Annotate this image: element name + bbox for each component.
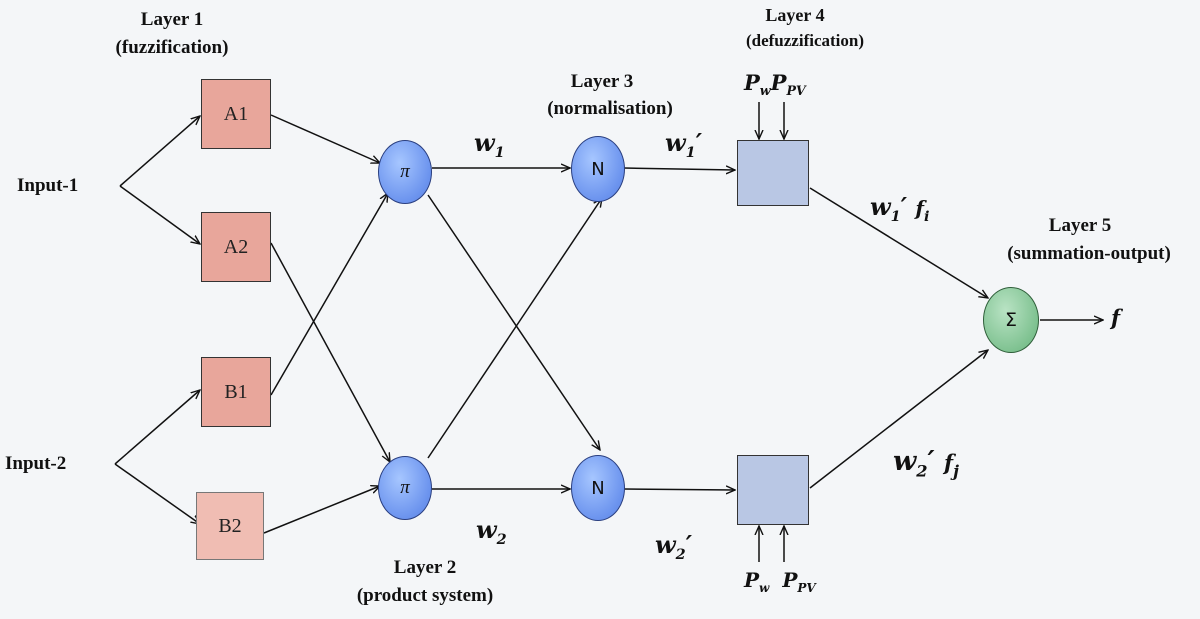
arrow-pi2-n1 [427, 198, 602, 459]
norm-node-bottom-label: N [591, 477, 605, 499]
mf-node-b1: B1 [201, 357, 271, 427]
output-label: f [1111, 305, 1121, 330]
defuzz-top-inputs: PwPPV [744, 70, 806, 99]
layer3-subtitle: (normalisation) [547, 98, 673, 119]
layer3-title: Layer 3 [570, 71, 634, 92]
defuzz-node-bottom [737, 455, 809, 525]
layer2-title: Layer 2 [393, 557, 457, 578]
mf-node-a1: A1 [201, 79, 271, 149]
weight-w2-normalised: w2′ [655, 530, 693, 563]
layer1-title: Layer 1 [140, 9, 204, 30]
pi-symbol: π [400, 477, 410, 498]
arrow-pi1-n2 [427, 194, 600, 450]
arrow-defuzz1-sum [809, 187, 988, 298]
mf-node-b2: B2 [196, 492, 264, 560]
arrow-n1-defuzz1 [623, 168, 735, 170]
mf-node-b1-label: B1 [224, 380, 248, 403]
norm-node-top: N [571, 136, 625, 202]
arrow-b1-pi1 [270, 193, 388, 396]
input1-label: Input-1 [17, 175, 79, 196]
norm-node-top-label: N [591, 158, 605, 180]
pi-symbol: π [400, 161, 410, 182]
input2-label: Input-2 [5, 453, 67, 474]
norm-node-bottom: N [571, 455, 625, 521]
product-node-top: π [378, 140, 432, 204]
mf-node-a1-label: A1 [223, 102, 249, 125]
weight-w1: w1 [474, 128, 505, 161]
arrow-n2-defuzz2 [623, 489, 735, 490]
weighted-output-bottom: w2′ fj [893, 446, 959, 481]
mf-node-a2: A2 [201, 212, 271, 282]
arrow-input1-a1 [119, 116, 200, 187]
arrow-input2-b2 [114, 463, 200, 524]
layer5-subtitle: (summation-output) [1007, 243, 1171, 264]
weight-w1-normalised: w1′ [665, 128, 703, 161]
layer1-subtitle: (fuzzification) [115, 37, 229, 58]
layer4-subtitle: (defuzzification) [745, 31, 865, 50]
arrow-defuzz2-sum [809, 350, 988, 489]
product-node-bottom: π [378, 456, 432, 520]
arrow-a2-pi2 [270, 242, 390, 462]
weight-w2: w2 [476, 515, 507, 548]
arrow-input1-a2 [119, 185, 200, 244]
defuzz-node-top [737, 140, 809, 206]
mf-node-b2-label: B2 [218, 514, 242, 537]
layer2-subtitle: (product system) [356, 585, 494, 606]
layer5-title: Layer 5 [1048, 215, 1112, 236]
sum-node: Σ [983, 287, 1039, 353]
arrow-b2-pi2 [263, 486, 380, 534]
mf-node-a2-label: A2 [223, 235, 249, 258]
weighted-output-top: w1′ fi [870, 192, 930, 225]
arrow-a1-pi1 [270, 114, 380, 163]
defuzz-bottom-inputs: Pw PPV [744, 568, 816, 595]
layer4-title: Layer 4 [765, 5, 825, 25]
arrow-input2-b1 [114, 390, 200, 465]
sigma-symbol: Σ [1004, 309, 1017, 331]
